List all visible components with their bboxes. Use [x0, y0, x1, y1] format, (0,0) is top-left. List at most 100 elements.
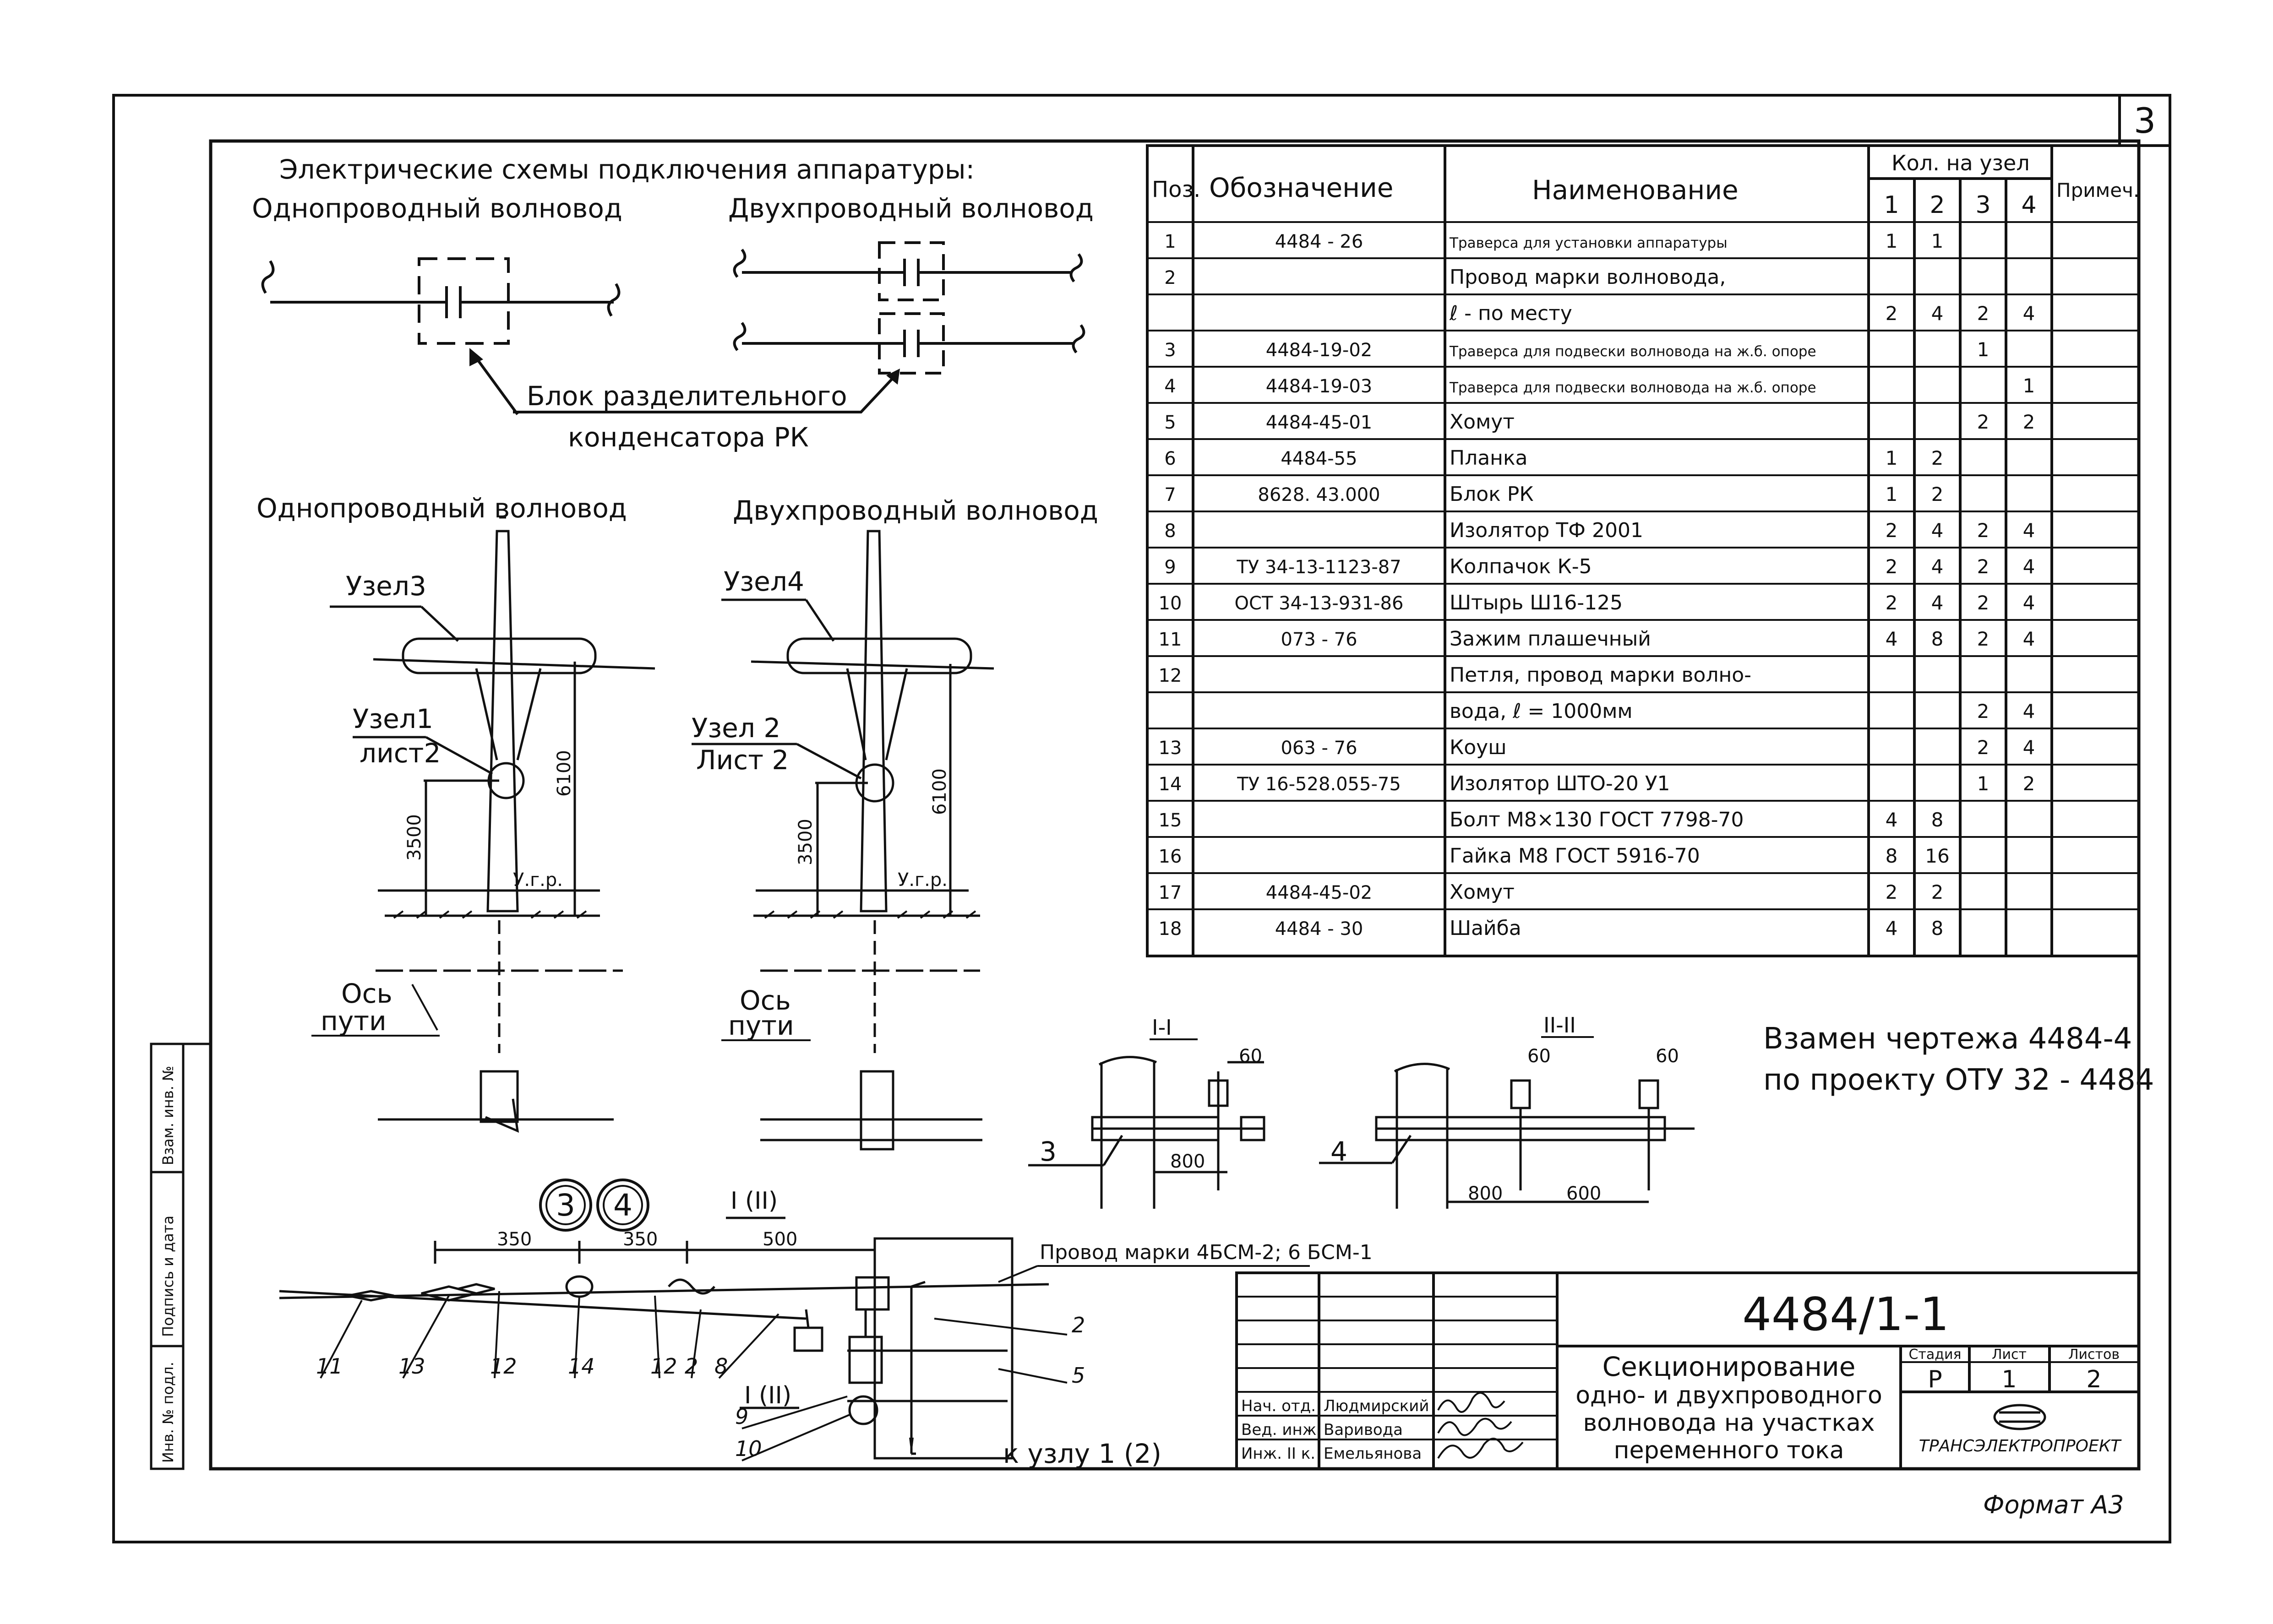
- ugr-single: У.г.р.: [513, 869, 563, 891]
- title-block-rows: [1237, 1296, 2139, 1440]
- node4-leader-diag: [805, 599, 835, 642]
- scheme-arrow-2: [886, 369, 900, 385]
- spec-qty-2: 4: [1931, 519, 1944, 542]
- node-ref-number: 12: [490, 1354, 517, 1379]
- sheet-number: 3: [2134, 100, 2156, 141]
- section-2-ref: 4: [1330, 1136, 1347, 1167]
- spec-qty-3: 2: [1977, 555, 1990, 578]
- spec-designation: 4484 - 30: [1275, 918, 1363, 940]
- spec-designation: 4484-55: [1281, 448, 1357, 469]
- spec-qty-1: 2: [1886, 555, 1898, 578]
- spec-pos: 3: [1164, 340, 1176, 361]
- title-line-1: Секционирование: [1603, 1351, 1856, 1382]
- spec-designation: 073 - 76: [1281, 629, 1357, 650]
- spec-qty-4: 2: [2023, 411, 2035, 433]
- spec-pos: 12: [1159, 665, 1182, 686]
- spec-name: Хомут: [1450, 880, 1515, 904]
- spec-pos: 9: [1164, 557, 1176, 578]
- node1-leader-diag: [425, 736, 493, 775]
- th-pos: Поз.: [1152, 177, 1200, 202]
- section-2-dim-60a: 60: [1527, 1046, 1551, 1067]
- spec-qty-3: 2: [1977, 302, 1990, 325]
- section-2-dim-800: 800: [1468, 1183, 1503, 1204]
- side-stamp-1: Инв. № подл.: [159, 1362, 177, 1463]
- th-q3: 3: [1975, 191, 1990, 219]
- spec-qty-2: 2: [1931, 447, 1944, 469]
- spec-qty-2: 4: [1931, 592, 1944, 614]
- role-1: Нач. отд.: [1241, 1397, 1316, 1415]
- node1-label: Узел1: [353, 703, 433, 734]
- role-3: Инж. II к.: [1241, 1445, 1315, 1463]
- spec-pos: 1: [1164, 231, 1176, 252]
- name-3: Емельянова: [1324, 1445, 1422, 1463]
- sheets-value: 2: [2086, 1366, 2101, 1393]
- sheet-number-box: [2118, 94, 2171, 147]
- node3-leader-diag: [420, 606, 459, 642]
- spec-pos: 16: [1159, 846, 1182, 867]
- spec-qty-4: 2: [2023, 772, 2035, 795]
- spec-qty-1: 4: [1886, 809, 1898, 831]
- spec-name: Изолятор ТФ 2001: [1450, 519, 1643, 542]
- spec-qty-3: 1: [1977, 338, 1990, 361]
- spec-name: Гайка М8 ГОСТ 5916-70: [1450, 844, 1700, 868]
- spec-pos: 4: [1164, 376, 1176, 397]
- spec-qty-2: 1: [1931, 230, 1944, 252]
- spec-pos: 6: [1164, 448, 1176, 469]
- node3-label: Узел3: [346, 570, 426, 602]
- axis-single-2: пути: [321, 1005, 387, 1037]
- pole-single: [373, 516, 655, 1133]
- axis-single-1: Ось: [341, 978, 392, 1009]
- th-q1: 1: [1884, 191, 1899, 219]
- to-node-arrow: [909, 1438, 914, 1456]
- node-wire-label: Провод марки 4БСМ-2; 6 БСМ-1: [1040, 1241, 1373, 1264]
- node-ref-number: 13: [398, 1354, 425, 1379]
- pole-single-ticks: [393, 910, 587, 919]
- side-stamp-2: Подпись и дата: [159, 1216, 177, 1337]
- spec-qty-2: 4: [1931, 302, 1944, 325]
- spec-qty-1: 4: [1886, 917, 1898, 940]
- node2-label: Узел 2: [692, 712, 780, 744]
- spec-name: Планка: [1450, 446, 1527, 470]
- org-name: ТРАНСЭЛЕКТРОПРОЕКТ: [1919, 1437, 2122, 1456]
- spec-qty-1: 1: [1886, 230, 1898, 252]
- dim-6100-double: 6100: [929, 768, 950, 815]
- spec-name: Изолятор ШТО-20 У1: [1450, 772, 1670, 795]
- node-dim-350b: 350: [623, 1229, 658, 1250]
- node-circle-3-inner: [545, 1185, 586, 1225]
- spec-pos: 17: [1159, 882, 1182, 903]
- name-2: Варивода: [1324, 1421, 1403, 1439]
- spec-name: Зажим плашечный: [1450, 627, 1651, 651]
- block-label-1: Блок разделительного: [527, 380, 847, 412]
- spec-designation: 4484-45-02: [1266, 882, 1372, 903]
- scheme-single-label: Однопроводный волновод: [252, 193, 622, 224]
- node-ref-number: 8: [714, 1354, 728, 1379]
- spec-qty-1: 2: [1886, 881, 1898, 903]
- section-1-drawing: [1028, 1056, 1265, 1209]
- node-circle-4: [596, 1179, 649, 1232]
- spec-designation: 4484 - 26: [1275, 231, 1363, 252]
- node-ref-number: 5: [1072, 1363, 1085, 1388]
- section-1-dim-60: 60: [1239, 1046, 1262, 1067]
- spec-designation: 063 - 76: [1281, 738, 1357, 759]
- node-ref-number: 11: [316, 1354, 343, 1379]
- node-circle-4-inner: [603, 1185, 643, 1225]
- th-note: Примеч.: [2056, 179, 2139, 201]
- spec-qty-1: 2: [1886, 592, 1898, 614]
- spec-qty-1: 4: [1886, 628, 1898, 650]
- node-ref-number: 14: [568, 1354, 595, 1379]
- spec-designation: ТУ 16-528.055-75: [1237, 774, 1401, 795]
- node2-leader-diag: [796, 743, 862, 780]
- spec-qty-3: 2: [1977, 628, 1990, 650]
- spec-designation: ОСТ 34-13-931-86: [1235, 593, 1404, 614]
- pole-single-title: Однопроводный волновод: [256, 493, 627, 524]
- spec-qty-2: 8: [1931, 809, 1944, 831]
- spec-qty-3: 2: [1977, 411, 1990, 433]
- node-view-drawing: [279, 1237, 1049, 1460]
- sheet-label: Лист: [1992, 1347, 2027, 1363]
- spec-qty-3: 2: [1977, 519, 1990, 542]
- side-stamp-3: Взам. инв. №: [159, 1066, 177, 1165]
- spec-table-rows: [1147, 221, 2139, 910]
- side-stamp: [150, 1043, 211, 1470]
- section-2-dim-600: 600: [1566, 1183, 1601, 1204]
